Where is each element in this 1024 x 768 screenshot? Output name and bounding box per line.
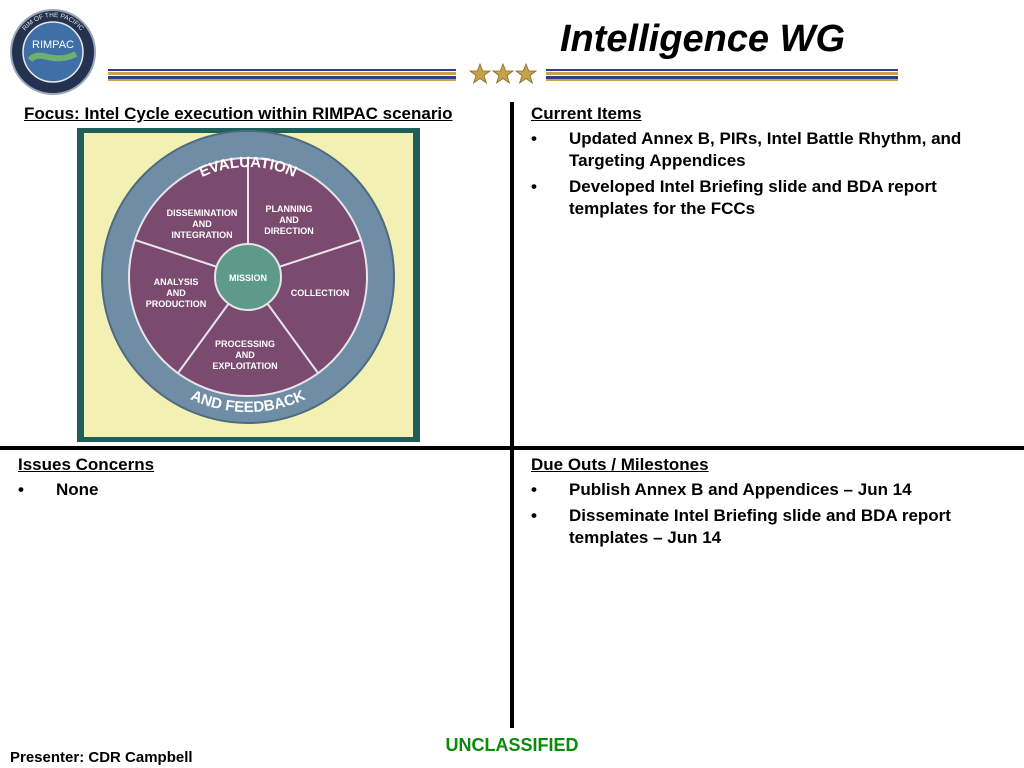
rimpac-logo: RIMPAC RIM OF THE PACIFIC — [10, 9, 96, 95]
focus-heading: Focus: Intel Cycle execution within RIMP… — [24, 104, 453, 123]
segment-processing-line1: PROCESSING — [215, 339, 275, 349]
current-items-list: • Updated Annex B, PIRs, Intel Battle Rhy… — [531, 128, 1011, 220]
logo-text: RIMPAC — [32, 39, 74, 51]
cycle-center-label: MISSION — [229, 273, 267, 283]
intel-cycle-diagram: EVALUATION AND FEEDBACK MISSION PLANNING… — [77, 128, 420, 442]
classification-banner: UNCLASSIFIED — [445, 735, 579, 755]
segment-dissemination-line1: DISSEMINATION — [167, 208, 238, 218]
bullet: • — [18, 480, 24, 499]
page-title: Intelligence WG — [560, 18, 846, 60]
segment-analysis-line2: AND — [166, 288, 186, 298]
list-item: • None — [18, 479, 498, 501]
vertical-divider — [510, 102, 514, 728]
list-item-text: None — [56, 480, 99, 499]
current-items-section: Current Items • Updated Annex B, PIRs, In… — [531, 104, 1011, 220]
due-outs-heading: Due Outs / Milestones — [531, 455, 709, 474]
three-star-icon — [468, 62, 538, 85]
segment-collection: COLLECTION — [291, 288, 350, 298]
list-item-text: Disseminate Intel Briefing slide and BDA… — [569, 506, 951, 547]
segment-analysis-line1: ANALYSIS — [154, 277, 199, 287]
segment-analysis-line3: PRODUCTION — [146, 299, 207, 309]
bullet: • — [531, 506, 537, 525]
current-items-heading: Current Items — [531, 104, 642, 123]
due-outs-section: Due Outs / Milestones • Publish Annex B a… — [531, 455, 1011, 549]
segment-processing-line2: AND — [235, 350, 255, 360]
list-item-text: Publish Annex B and Appendices – Jun 14 — [569, 480, 912, 499]
segment-dissemination-line3: INTEGRATION — [171, 230, 232, 240]
list-item-text: Updated Annex B, PIRs, Intel Battle Rhyt… — [569, 129, 962, 170]
bullet: • — [531, 480, 537, 499]
presenter-label: Presenter: CDR Campbell — [10, 749, 193, 766]
horizontal-divider — [0, 446, 1024, 450]
list-item: • Publish Annex B and Appendices – Jun 14 — [531, 479, 1011, 501]
list-item: • Updated Annex B, PIRs, Intel Battle Rhy… — [531, 128, 1011, 172]
due-outs-list: • Publish Annex B and Appendices – Jun 14… — [531, 479, 1011, 549]
issues-list: • None — [18, 479, 498, 501]
issues-section: Issues Concerns • None — [18, 455, 498, 501]
decorative-ribbon-left — [108, 69, 456, 81]
segment-planning-line2: AND — [279, 215, 299, 225]
bullet: • — [531, 129, 537, 148]
list-item: • Disseminate Intel Briefing slide and BD… — [531, 505, 1011, 549]
segment-processing-line3: EXPLOITATION — [212, 361, 277, 371]
segment-planning-line3: DIRECTION — [264, 226, 314, 236]
decorative-ribbon-right — [546, 69, 898, 81]
issues-heading: Issues Concerns — [18, 455, 155, 474]
segment-dissemination-line2: AND — [192, 219, 212, 229]
segment-planning-line1: PLANNING — [266, 204, 313, 214]
list-item: • Developed Intel Briefing slide and BDA … — [531, 176, 1011, 220]
bullet: • — [531, 177, 537, 196]
list-item-text: Developed Intel Briefing slide and BDA r… — [569, 177, 937, 218]
